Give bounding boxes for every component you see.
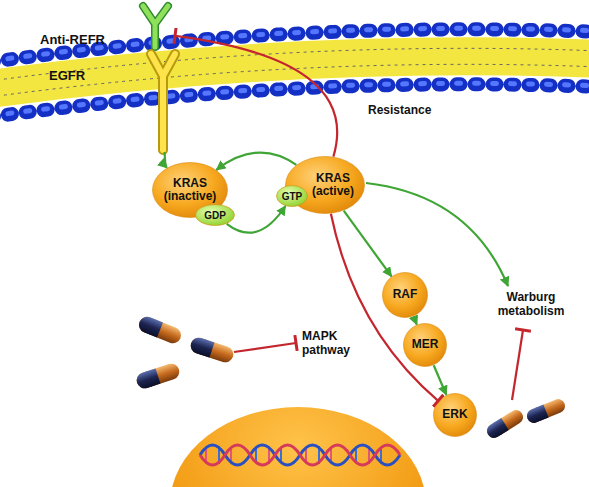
protein-node: EGFR: [45, 50, 180, 152]
capsule-half: [484, 407, 525, 440]
inhibition-connector: [175, 36, 337, 157]
cell-membrane: [0, 28, 589, 117]
node-content: KRAS (active): [293, 156, 373, 214]
receptor-outline: [151, 54, 175, 150]
antibody-outline: [143, 6, 168, 47]
node-label: MER: [412, 338, 439, 351]
capsule-half: [200, 339, 214, 357]
activation-connector: [434, 365, 447, 395]
molecule-node: GTP: [276, 185, 308, 207]
node-label: ERK: [442, 408, 467, 421]
node-content: MER: [403, 323, 447, 367]
activation-connector: [216, 153, 296, 170]
dna-rung: [330, 449, 332, 461]
annotation-label: MAPK pathway: [302, 330, 362, 358]
receptor-symbol: [151, 54, 175, 150]
inhibition-line: [512, 330, 523, 400]
dna-rung: [305, 449, 307, 461]
node-label: GTP: [282, 191, 303, 202]
drug-capsule: [137, 314, 184, 345]
capsule-half: [494, 418, 509, 435]
node-label: EGFR: [49, 69, 85, 83]
activation-arrow: [366, 183, 508, 286]
protein-node: Anti-REFR: [40, 2, 175, 52]
node-label: GDP: [204, 210, 226, 221]
dna-rung: [230, 449, 232, 461]
activation-connector: [165, 152, 167, 168]
molecule-node: ERK: [433, 393, 477, 437]
node-content: RAF: [382, 272, 428, 318]
nucleus-body: [170, 407, 426, 487]
capsule-half: [535, 405, 549, 421]
dna-strand: [200, 445, 400, 465]
inhibition-line: [234, 343, 296, 352]
annotation-label: Resistance: [368, 104, 458, 118]
dna-rung: [355, 449, 357, 461]
activation-connector: [414, 316, 417, 324]
node-shape: [45, 50, 180, 152]
node-label: KRAS (inactive): [159, 177, 221, 203]
capsule-half: [148, 319, 163, 338]
inhibition-connector: [331, 214, 438, 401]
capsule-half: [189, 336, 236, 365]
dna-rung: [280, 449, 282, 461]
nucleus: [170, 407, 426, 487]
activation-connector: [344, 211, 392, 277]
molecule-node: RAF: [382, 272, 428, 318]
drug-capsule: [525, 397, 567, 425]
capsule-half: [137, 314, 184, 345]
node-ellipse: [277, 186, 308, 207]
drug-capsule: [484, 407, 525, 440]
lipid-head-shine: [0, 28, 589, 61]
node-ellipse: [196, 205, 235, 226]
node-content: ERK: [433, 393, 477, 437]
drug-capsule: [189, 336, 236, 365]
node-ellipse: [383, 273, 428, 318]
molecule-node: GDP: [195, 204, 235, 226]
annotation-label: Warburg metabolism: [490, 291, 572, 319]
lipid-head-row: [0, 84, 589, 117]
node-label: Anti-REFR: [40, 33, 105, 47]
activation-connector: [227, 206, 286, 233]
dna-rung: [380, 449, 382, 461]
lipid-head-shine: [0, 83, 589, 116]
capsule-half: [135, 362, 182, 391]
lipid-head-row: [0, 29, 589, 62]
node-label: RAF: [393, 288, 418, 301]
node-ellipse: [404, 324, 447, 367]
node-label: KRAS (active): [305, 172, 361, 198]
capsule-half: [525, 397, 567, 425]
node-content: GDP: [195, 204, 235, 226]
dna-rung: [205, 449, 207, 461]
molecule-node: MER: [403, 323, 447, 367]
antibody-symbol: [143, 6, 168, 47]
drug-capsule: [135, 362, 182, 391]
node-ellipse: [434, 394, 477, 437]
dna-rung: [255, 449, 257, 461]
dna-strand: [200, 445, 400, 465]
node-content: GTP: [276, 185, 308, 207]
capsule-half: [146, 368, 160, 386]
